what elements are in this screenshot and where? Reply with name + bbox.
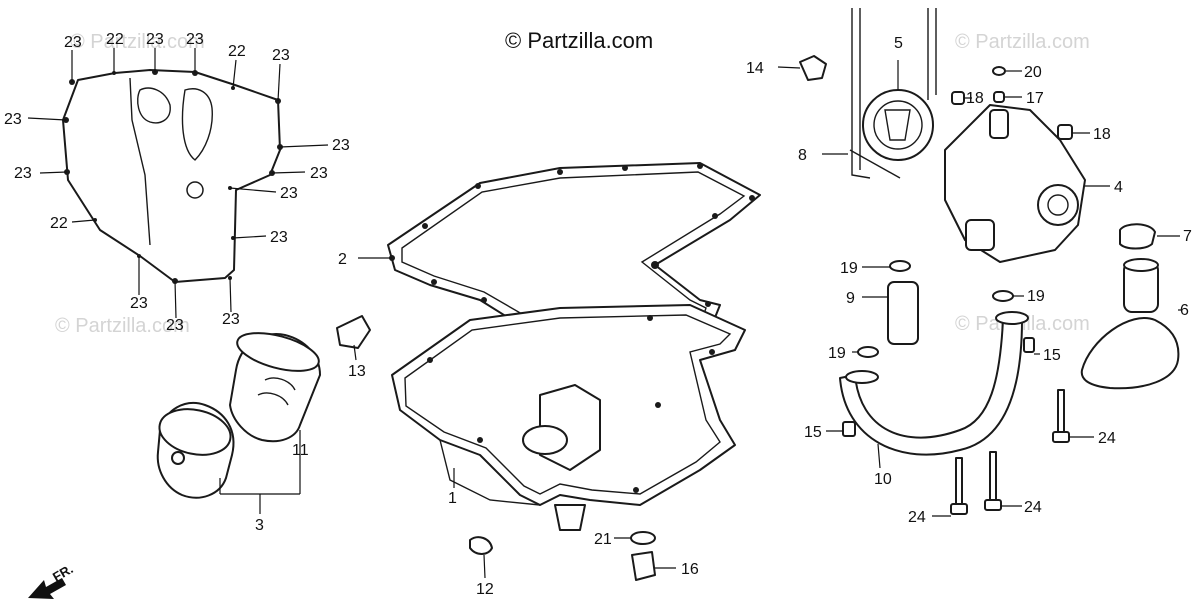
callout-22: 22 (50, 215, 68, 232)
callout-23: 23 (272, 47, 290, 64)
callout-19: 19 (1027, 288, 1045, 305)
callout-23: 23 (4, 111, 22, 128)
callout-24: 24 (1024, 499, 1042, 516)
callout-23: 23 (186, 31, 204, 48)
callout-10: 10 (874, 471, 892, 488)
callout-23: 23 (166, 317, 184, 334)
oil-strainer (1080, 258, 1180, 390)
callout-23: 23 (130, 295, 148, 312)
oil-pan (391, 304, 746, 531)
gasket-leaders (27, 48, 329, 319)
oil-pump-sprocket (862, 89, 934, 161)
right-leaders (358, 60, 1182, 517)
callout-numbers: 1 2 3 4 5 6 7 8 9 10 11 12 13 14 15 15 1… (255, 35, 1192, 598)
oil-filter (229, 332, 321, 443)
callout-19: 19 (840, 260, 858, 277)
callout-14: 14 (746, 60, 764, 77)
oil-filter-wrench (156, 402, 235, 499)
callout-23: 23 (280, 185, 298, 202)
brand-watermark: © Partzilla.com (505, 28, 653, 53)
drain-plug (631, 551, 676, 581)
callout-5: 5 (894, 35, 903, 52)
callout-24: 24 (908, 509, 926, 526)
callout-22: 22 (228, 43, 246, 60)
oil-pipe-joint (887, 281, 919, 345)
callout-21: 21 (594, 531, 612, 548)
watermark-top-right: © Partzilla.com (955, 31, 1090, 53)
callout-12: 12 (476, 581, 494, 598)
oil-pressure-switch (777, 55, 827, 81)
callout-7: 7 (1183, 228, 1192, 245)
front-label: FR. (50, 561, 76, 584)
callout-1: 1 (448, 490, 457, 507)
callout-3: 3 (255, 517, 264, 534)
callout-22: 22 (106, 31, 124, 48)
oil-filter-boss (336, 315, 371, 361)
callout-20: 20 (1024, 64, 1042, 81)
gasket-callouts: 23 22 23 23 22 23 23 23 23 23 23 22 23 2… (4, 31, 350, 334)
watermark-top-left: © Partzilla.com (70, 31, 205, 53)
callout-6: 6 (1180, 302, 1189, 319)
callout-23: 23 (222, 311, 240, 328)
callout-23: 23 (332, 137, 350, 154)
callout-23: 23 (270, 229, 288, 246)
oil-pipe (839, 311, 1029, 456)
o-rings (857, 260, 1014, 358)
dowel-pin-small (951, 66, 1073, 140)
callout-9: 9 (846, 290, 855, 307)
callout-4: 4 (1114, 179, 1123, 196)
callout-15: 15 (1043, 347, 1061, 364)
callout-23: 23 (14, 165, 32, 182)
crankcase-cover-gasket (62, 69, 283, 284)
oil-pump-chain (849, 8, 937, 179)
callout-16: 16 (681, 561, 699, 578)
watermark-mid-left: © Partzilla.com (55, 315, 190, 337)
callout-8: 8 (798, 147, 807, 164)
callout-18: 18 (966, 90, 984, 107)
clip (469, 536, 493, 579)
filter-bracket (219, 430, 301, 514)
drain-washer (614, 531, 656, 545)
callout-2: 2 (338, 251, 347, 268)
callout-15: 15 (804, 424, 822, 441)
callout-17: 17 (1026, 90, 1044, 107)
callout-11: 11 (292, 442, 309, 459)
oil-pump (944, 104, 1086, 263)
callout-13: 13 (348, 363, 366, 380)
callout-24: 24 (1098, 430, 1116, 447)
callout-23: 23 (146, 31, 164, 48)
callout-18: 18 (1093, 126, 1111, 143)
front-direction-arrow: FR. (28, 561, 76, 599)
callout-19: 19 (828, 345, 846, 362)
strainer-cap (1119, 223, 1156, 250)
callout-23: 23 (310, 165, 328, 182)
callout-23: 23 (64, 34, 82, 51)
